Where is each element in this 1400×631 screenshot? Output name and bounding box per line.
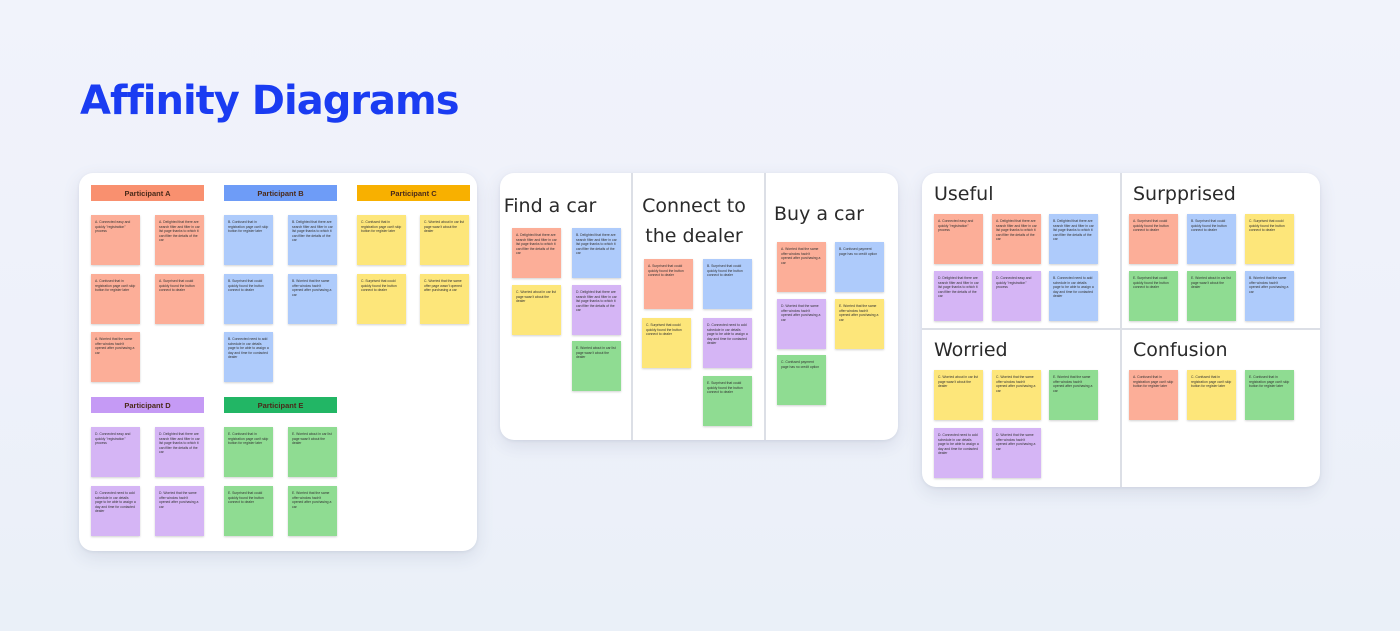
column-divider	[631, 173, 633, 440]
sticky-note[interactable]: C. Worried about in car list page wasn't…	[420, 215, 469, 265]
sticky-note[interactable]: D. Delighted that there are search filte…	[155, 427, 204, 477]
sticky-note[interactable]: E. Surprised that could quickly found th…	[224, 486, 273, 536]
sticky-note[interactable]: A. Surprised that could quickly found th…	[155, 274, 204, 324]
emotions-board: Useful Surpprised Worried Confusion A. C…	[922, 173, 1320, 487]
sticky-note[interactable]: D. Delighted that there are search filte…	[572, 285, 621, 335]
sticky-note[interactable]: C. Worried about in car list page wasn't…	[934, 370, 983, 420]
sticky-note[interactable]: D. Worried that the same offer window ha…	[155, 486, 204, 536]
participant-e-tag: Participant E	[224, 397, 337, 413]
sticky-note[interactable]: A. Worried that the same offer window ha…	[91, 332, 140, 382]
sticky-note[interactable]: A. Delighted that there are search filte…	[155, 215, 204, 265]
sticky-note[interactable]: C. Worried that the same offer page wasn…	[420, 274, 469, 324]
sticky-note[interactable]: E. Worried that the same offer window ha…	[1049, 370, 1098, 420]
sticky-note[interactable]: D. Connected need to add schedule in car…	[934, 428, 983, 478]
sticky-note[interactable]: E. Worried about in car list page wasn't…	[288, 427, 337, 477]
sticky-note[interactable]: A. Delighted that there are search filte…	[992, 214, 1041, 264]
column-divider	[764, 173, 766, 440]
sticky-note[interactable]: E. Worried about in car list page wasn't…	[572, 341, 621, 391]
sticky-note[interactable]: B. Surprised that could quickly found th…	[1187, 214, 1236, 264]
sticky-note[interactable]: A. Delighted that there are search filte…	[512, 228, 561, 278]
sticky-note[interactable]: E. Surprised that could quickly found th…	[1129, 271, 1178, 321]
sticky-note[interactable]: B. Connected need to add schedule in car…	[1049, 271, 1098, 321]
group-divider	[922, 328, 1320, 330]
sticky-note[interactable]: A. Surprised that could quickly found th…	[1129, 214, 1178, 264]
sticky-note[interactable]: C. Surprised that could quickly found th…	[1245, 214, 1294, 264]
sticky-note[interactable]: B. Delighted that there are search filte…	[288, 215, 337, 265]
sticky-note[interactable]: B. Delighted that there are search filte…	[1049, 214, 1098, 264]
group-confusion: Confusion	[1133, 339, 1228, 361]
page-title: Affinity Diagrams	[80, 78, 460, 124]
sticky-note[interactable]: D. Worried that the same offer window ha…	[992, 428, 1041, 478]
sticky-note[interactable]: A. Confused that in registration page ca…	[1129, 370, 1178, 420]
sticky-note[interactable]: D. Worried that the same offer window ha…	[777, 299, 826, 349]
sticky-note[interactable]: D. Connected easy and quickly "registrat…	[992, 271, 1041, 321]
participants-board: Participant A Participant B Participant …	[79, 173, 477, 551]
sticky-note[interactable]: C. Confused that in registration page ca…	[357, 215, 406, 265]
participant-b-tag: Participant B	[224, 185, 337, 201]
sticky-note[interactable]: B. Surprised that could quickly found th…	[224, 274, 273, 324]
group-divider	[1120, 173, 1122, 487]
sticky-note[interactable]: A. Confused that in registration page ca…	[91, 274, 140, 324]
sticky-note[interactable]: A. Surprised that could quickly found th…	[644, 259, 693, 309]
sticky-note[interactable]: C. Worried that the same offer window ha…	[992, 370, 1041, 420]
participant-a-tag: Participant A	[91, 185, 204, 201]
sticky-note[interactable]: E. Worried that the same offer window ha…	[288, 486, 337, 536]
sticky-note[interactable]: C. Confused payment page has no credit o…	[777, 355, 826, 405]
sticky-note[interactable]: E. Worried that the same offer window ha…	[835, 299, 884, 349]
sticky-note[interactable]: A. Connected easy and quickly "registrat…	[91, 215, 140, 265]
column-find-a-car: Find a car	[503, 195, 597, 217]
sticky-note[interactable]: C. Worried about in car list page wasn't…	[512, 285, 561, 335]
sticky-note[interactable]: D. Connected need to add schedule in car…	[703, 318, 752, 368]
sticky-note[interactable]: E. Confused that in registration page ca…	[1245, 370, 1294, 420]
sticky-note[interactable]: C. Surprised that could quickly found th…	[642, 318, 691, 368]
sticky-note[interactable]: E. Worried about in car list page wasn't…	[1187, 271, 1236, 321]
sticky-note[interactable]: B. Confused payment page has no credit o…	[835, 242, 884, 292]
group-surprised: Surpprised	[1133, 183, 1236, 205]
sticky-note[interactable]: A. Connected easy and quickly "registrat…	[934, 214, 983, 264]
sticky-note[interactable]: B. Worried that the same offer window ha…	[288, 274, 337, 324]
column-buy-a-car: Buy a car	[774, 203, 864, 225]
sticky-note[interactable]: B. Delighted that there are search filte…	[572, 228, 621, 278]
sticky-note[interactable]: B. Surprised that could quickly found th…	[703, 259, 752, 309]
sticky-note[interactable]: C. Confused that in registration page ca…	[1187, 370, 1236, 420]
sticky-note[interactable]: D. Delighted that there are search filte…	[934, 271, 983, 321]
sticky-note[interactable]: B. Connected need to add schedule in car…	[224, 332, 273, 382]
sticky-note[interactable]: D. Connected easy and quickly "registrat…	[91, 427, 140, 477]
group-useful: Useful	[934, 183, 994, 205]
group-worried: Worried	[934, 339, 1008, 361]
participant-d-tag: Participant D	[91, 397, 204, 413]
sticky-note[interactable]: D. Connected need to add schedule in car…	[91, 486, 140, 536]
sticky-note[interactable]: E. Surprised that could quickly found th…	[703, 376, 752, 426]
sticky-note[interactable]: B. Confused that in registration page ca…	[224, 215, 273, 265]
column-connect-to-dealer: Connect to the dealer	[642, 195, 746, 247]
participant-c-tag: Participant C	[357, 185, 470, 201]
sticky-note[interactable]: E. Confused that in registration page ca…	[224, 427, 273, 477]
sticky-note[interactable]: A. Worried that the same offer window ha…	[777, 242, 826, 292]
journey-board: Find a car Connect to the dealer Buy a c…	[500, 173, 898, 440]
sticky-note[interactable]: B. Worried that the same offer window ha…	[1245, 271, 1294, 321]
sticky-note[interactable]: C. Surprised that could quickly found th…	[357, 274, 406, 324]
